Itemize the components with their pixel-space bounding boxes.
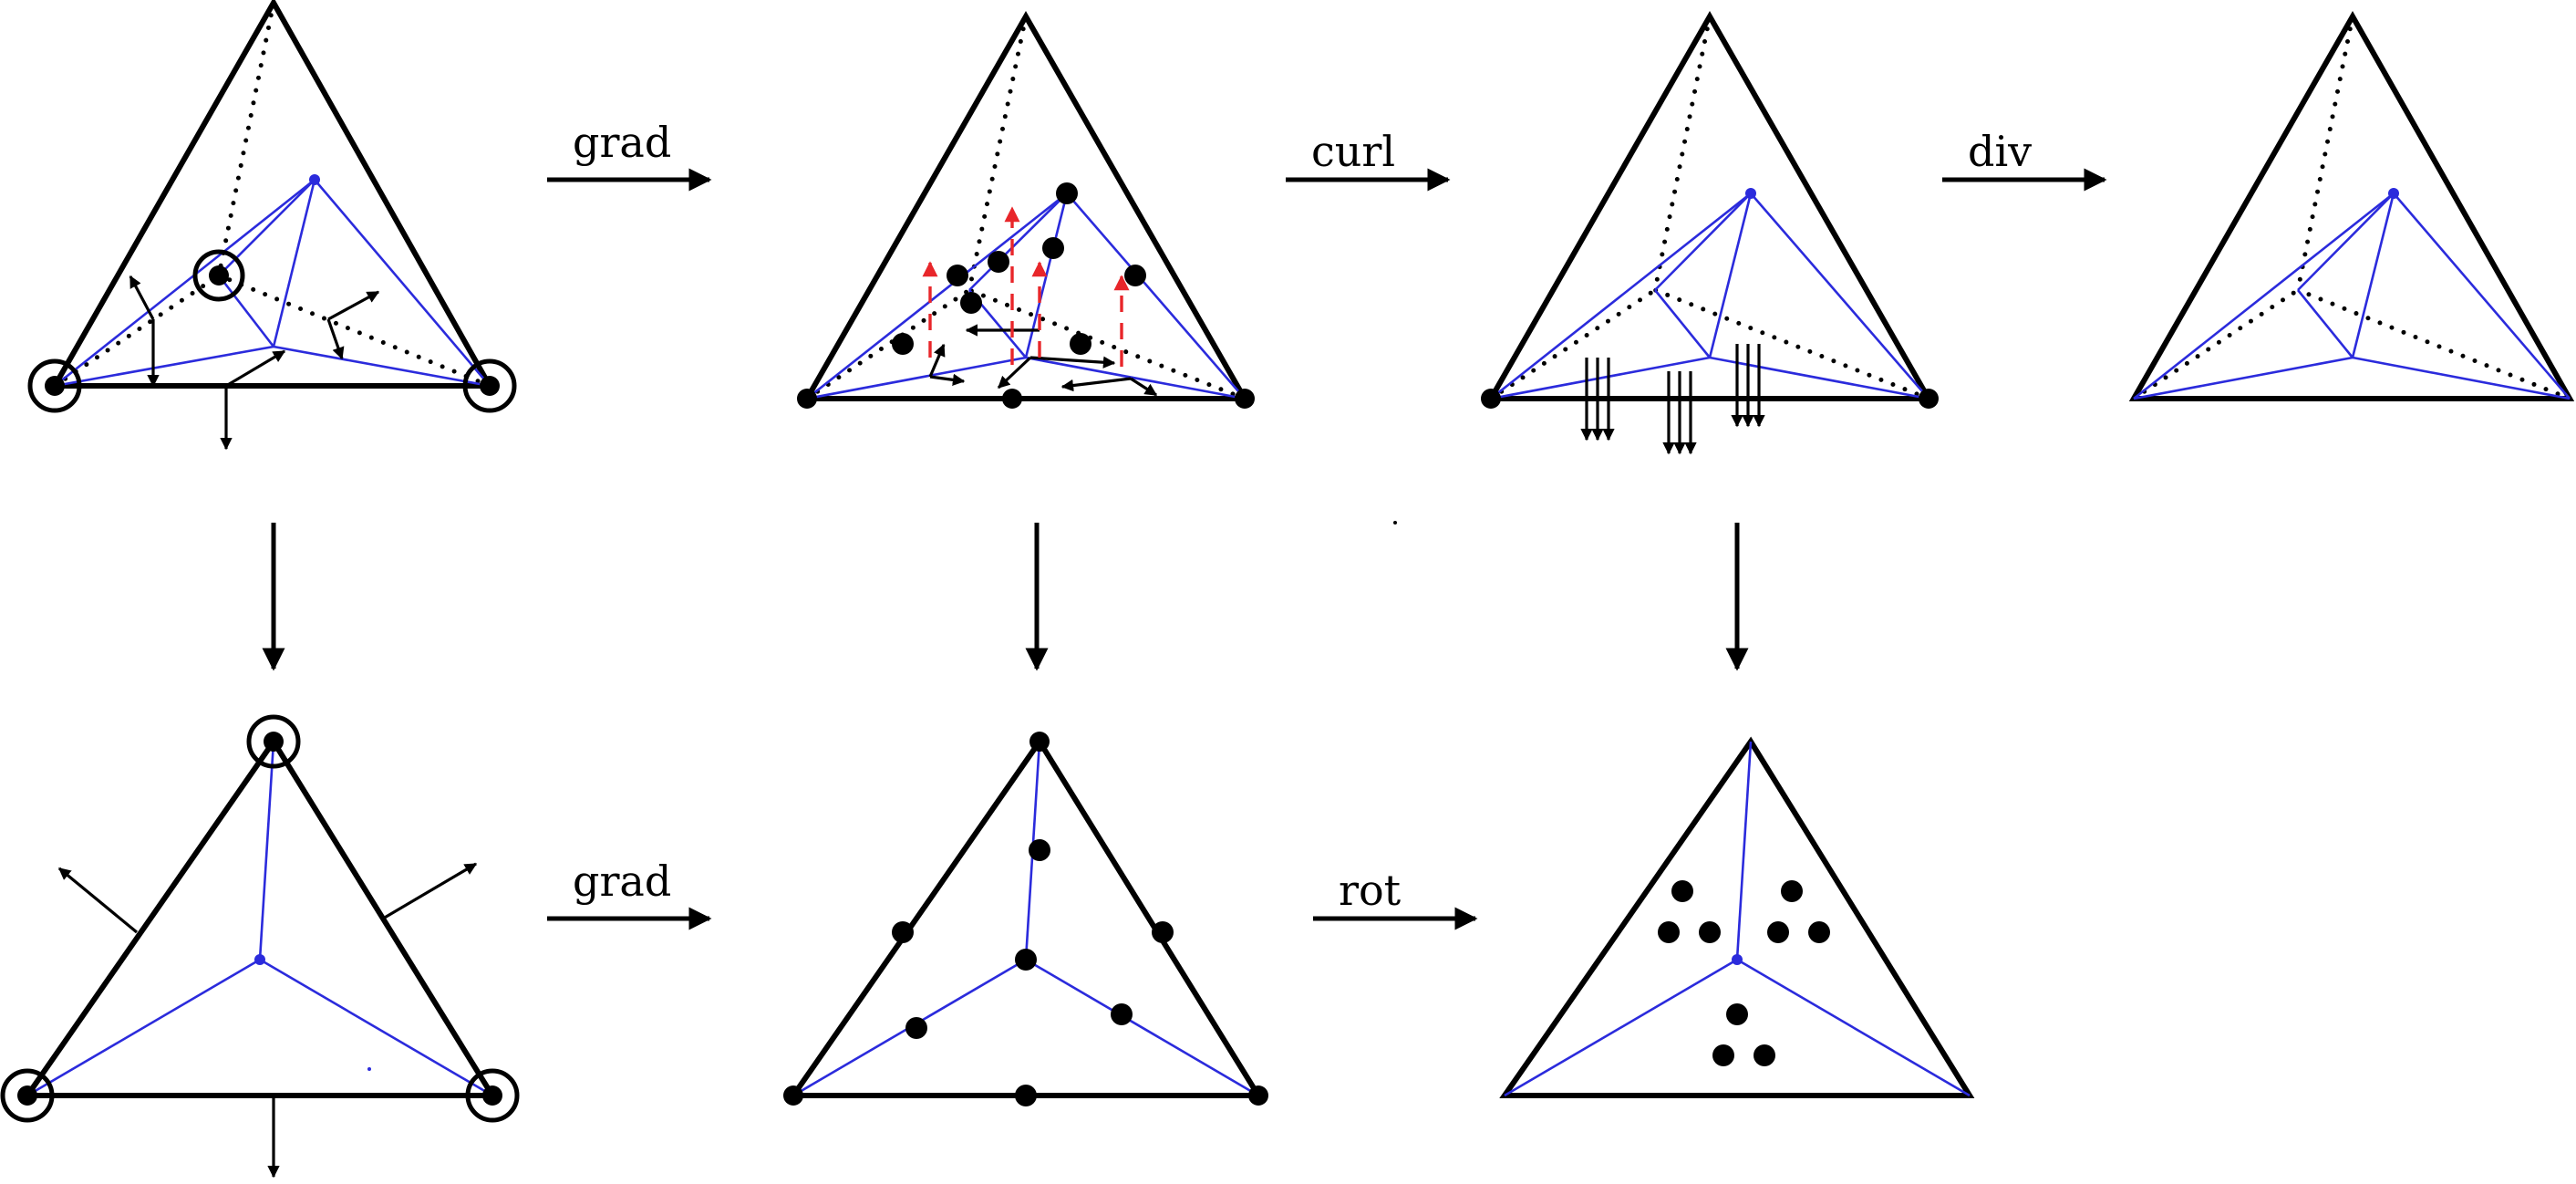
- arrow-top-div: div: [1942, 127, 2107, 192]
- arrow-top-grad: grad: [547, 118, 712, 192]
- normal-arrows: [57, 862, 478, 1179]
- mesh-split: [54, 174, 491, 388]
- mesh-split: [2133, 188, 2571, 400]
- hidden-edge: [967, 287, 1247, 401]
- mesh-split: [806, 192, 1246, 400]
- panel-top-cell: [2128, 10, 2575, 401]
- vertex-ring: [192, 249, 245, 302]
- vertex-dof: [45, 376, 65, 396]
- mesh-split: [1490, 188, 1929, 400]
- panel-bottom-edge: [783, 732, 1268, 1106]
- hidden-edge: [216, 0, 276, 278]
- arrow-bottom-rot: rot: [1313, 866, 1478, 930]
- hidden-edge: [2131, 287, 2301, 401]
- panel-top-face: [1481, 10, 1939, 455]
- tetra-outline: [802, 10, 1250, 401]
- hidden-edge: [1652, 287, 1931, 401]
- triangle-outline: [22, 736, 498, 1098]
- mesh-split: [1504, 741, 1971, 1097]
- vertical-maps: [262, 523, 1749, 671]
- label-rot-bottom: rot: [1339, 866, 1402, 915]
- face-flux-arrows: [1580, 344, 1765, 455]
- arrow-top-curl: curl: [1286, 127, 1451, 192]
- label-grad-top: grad: [573, 118, 671, 167]
- mesh-split: [26, 741, 493, 1097]
- hidden-edge: [1652, 14, 1712, 293]
- vertex-dof: [209, 265, 229, 286]
- mesh-split: [792, 741, 1259, 1097]
- hidden-edge: [2295, 14, 2355, 293]
- tetra-outline: [49, 0, 495, 389]
- label-grad-bottom: grad: [573, 857, 671, 906]
- panel-bottom-vertex: [0, 714, 520, 1179]
- arrow-bottom-grad: grad: [547, 857, 712, 930]
- hidden-edge: [216, 273, 492, 389]
- edge-dofs: [783, 732, 1268, 1106]
- hidden-edge: [52, 273, 222, 389]
- vertex-dof: [480, 376, 500, 396]
- hidden-edge: [1488, 287, 1658, 401]
- triangle-outline: [788, 736, 1264, 1098]
- cell-dofs: [1658, 880, 1830, 1066]
- panel-bottom-cell: [1499, 736, 1975, 1098]
- tetra-outline: [1485, 10, 1934, 401]
- hidden-edge: [967, 14, 1029, 293]
- stray-mark: [1393, 521, 1397, 524]
- red-tangent-arrows: [922, 206, 1130, 367]
- hidden-edge: [2295, 287, 2572, 401]
- triangle-outline: [1499, 736, 1975, 1098]
- vertex-ring: [27, 358, 82, 413]
- edge-dofs: [797, 182, 1255, 409]
- panel-top-vertex: [27, 0, 517, 451]
- panel-top-edge: [797, 10, 1255, 409]
- label-div-top: div: [1968, 127, 2032, 176]
- normal-arrows: [129, 275, 380, 451]
- label-curl-top: curl: [1311, 127, 1395, 176]
- tetra-outline: [2128, 10, 2575, 401]
- vertex-ring: [462, 358, 517, 413]
